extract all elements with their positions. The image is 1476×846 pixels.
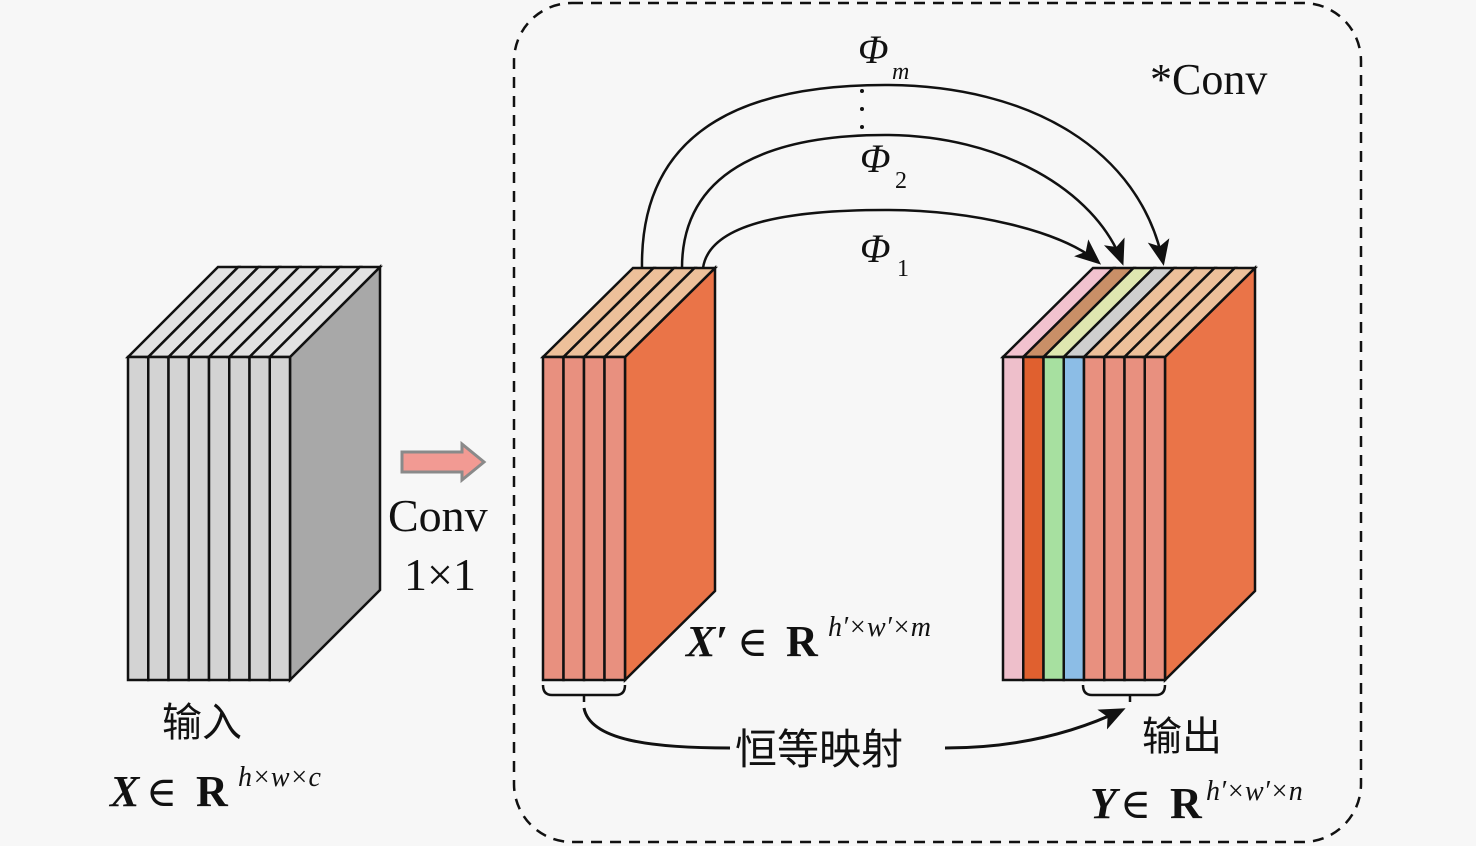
intermediate-math-in: ∈ (737, 620, 768, 666)
slab-front-face (1042, 355, 1065, 682)
output-brace (1081, 684, 1167, 702)
input-math-set: R (196, 767, 229, 816)
input-label: 输入 (162, 700, 242, 746)
slab-front-face (1022, 355, 1045, 682)
slab-front-face (1103, 355, 1126, 682)
input-tensor-block (124, 263, 384, 684)
slab-front-face (187, 355, 211, 682)
slab-front-face (207, 355, 231, 682)
arc-phi-1 (701, 208, 1102, 269)
intermediate-tensor-block (539, 265, 719, 683)
identity-arrow-left (582, 707, 731, 750)
input-math-dims: h×w×c (238, 762, 321, 793)
input-math-var: X (108, 767, 141, 816)
output-math-in: ∈ (1120, 782, 1151, 828)
intermediate-brace (541, 684, 627, 702)
output-math-var: Y (1090, 779, 1121, 828)
slab-front-face (1001, 355, 1025, 682)
intermediate-math: X′ ∈ R h′×w′×m (684, 612, 931, 666)
ellipsis-dots (860, 89, 864, 129)
slab-front-face (268, 355, 292, 682)
output-math: Y ∈ R h′×w′×n (1090, 776, 1303, 828)
intermediate-math-var: X′ (684, 617, 728, 666)
slab-front-face (541, 355, 565, 682)
slab-front-face (1143, 355, 1167, 682)
svg-text:Φ: Φ (860, 226, 890, 271)
slab-front-face (1062, 355, 1086, 682)
identity-arrow-right (944, 708, 1126, 750)
conv1x1-arrow-icon (400, 440, 487, 484)
op-label-phi-2: Φ 2 (860, 136, 907, 194)
slab-front-face (1123, 355, 1146, 682)
slab-front-face (147, 355, 170, 682)
svg-text:Φ: Φ (858, 27, 888, 72)
op-label-phi-m: Φ m (858, 27, 909, 85)
output-label: 输出 (1142, 714, 1222, 760)
arc-phi-m (640, 83, 1170, 269)
svg-text:m: m (892, 59, 909, 85)
slab-front-face (1082, 355, 1106, 682)
slab-front-face (167, 355, 190, 682)
svg-text:Φ: Φ (860, 136, 890, 181)
intermediate-math-dims: h′×w′×m (828, 612, 931, 643)
slab-front-face (228, 355, 251, 682)
conv1x1-label-line1: Conv (388, 490, 488, 541)
intermediate-math-set: R (786, 617, 819, 666)
op-label-phi-1: Φ 1 (860, 226, 909, 282)
conv1x1-label-line2: 1×1 (404, 549, 476, 600)
arc-phi-2 (680, 133, 1125, 269)
identity-label: 恒等映射 (735, 725, 903, 774)
cheap-conv-frame (512, 1, 1363, 844)
slab-front-face (603, 355, 627, 682)
output-math-dims: h′×w′×n (1206, 776, 1303, 807)
input-math: X ∈ R h×w×c (108, 762, 321, 816)
slab-front-face (126, 355, 150, 682)
output-tensor-block (999, 265, 1259, 683)
input-math-in: ∈ (146, 770, 177, 816)
slab-front-face (562, 355, 586, 682)
slab-front-face (582, 355, 606, 682)
frame-label: *Conv (1150, 55, 1267, 104)
svg-text:1: 1 (897, 256, 909, 282)
output-math-set: R (1170, 779, 1203, 828)
svg-text:2: 2 (895, 168, 907, 194)
slab-front-face (248, 355, 271, 682)
